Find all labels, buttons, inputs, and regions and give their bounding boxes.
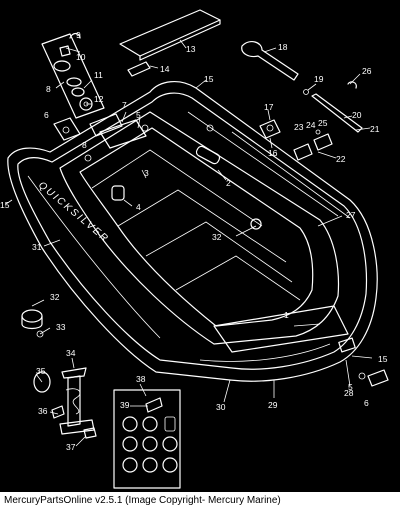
callout-38: 38: [136, 374, 146, 384]
callout-17: 17: [264, 102, 274, 112]
callout-21: 21: [370, 124, 380, 134]
callout-15a: 15: [204, 74, 214, 84]
oar: [241, 41, 299, 81]
callout-37: 37: [66, 442, 76, 452]
callout-24: 24: [306, 120, 316, 130]
callout-26: 26: [362, 66, 372, 76]
callout-4: 4: [136, 202, 141, 212]
callout-12: 12: [94, 94, 104, 104]
callout-8b: 8: [82, 140, 87, 150]
callout-11: 11: [94, 70, 103, 80]
strap: [127, 61, 151, 77]
oar-shaft: [303, 81, 363, 133]
callout-33: 33: [56, 322, 66, 332]
callout-3: 3: [144, 168, 149, 178]
callout-9: 9: [76, 30, 81, 40]
callout-10: 10: [76, 52, 86, 62]
callout-27: 27: [346, 210, 356, 220]
repair-kit: [113, 389, 181, 489]
callout-36: 36: [38, 406, 48, 416]
callout-6a: 6: [44, 110, 49, 120]
valve-left: [21, 309, 44, 338]
callout-5a: 5: [136, 110, 141, 120]
callout-35: 35: [36, 366, 46, 376]
callout-28: 28: [344, 388, 354, 398]
callout-29: 29: [268, 400, 278, 410]
callout-16: 16: [268, 148, 278, 158]
copyright-caption: MercuryPartsOnline v2.5.1 (Image Copyrig…: [0, 492, 400, 510]
callout-20: 20: [352, 110, 362, 120]
callout-19: 19: [314, 74, 324, 84]
callout-15b: 15: [0, 200, 10, 210]
callout-14: 14: [160, 64, 170, 74]
callout-7: 7: [122, 100, 127, 110]
callout-5b: 5: [348, 382, 353, 392]
callout-23: 23: [294, 122, 304, 132]
oarlock: [259, 119, 281, 139]
callout-39: 39: [120, 400, 130, 410]
name-plate: [89, 113, 123, 137]
callout-1: 1: [284, 310, 289, 320]
callout-18: 18: [278, 42, 288, 52]
valve-assembly: [41, 32, 105, 119]
callout-25: 25: [318, 118, 328, 128]
callout-15c: 15: [378, 354, 388, 364]
parts-diagram: QUICKSILVER: [0, 9, 389, 489]
callout-32b: 32: [50, 292, 60, 302]
leader-lines: [5, 39, 373, 447]
seat-board: [119, 9, 221, 61]
oarlock-set: [293, 129, 333, 161]
callout-2: 2: [226, 178, 231, 188]
callout-22: 22: [336, 154, 346, 164]
brand-label: QUICKSILVER: [36, 180, 111, 245]
callout-6b: 6: [364, 398, 369, 408]
callout-8a: 8: [46, 84, 51, 94]
callout-30: 30: [216, 402, 226, 412]
foot-pump: [33, 367, 97, 439]
bracket-left: [53, 117, 81, 141]
hardware-lower-right: [358, 369, 389, 387]
callout-13: 13: [186, 44, 196, 54]
callout-31: 31: [32, 242, 42, 252]
callout-34: 34: [66, 348, 76, 358]
callout-32a: 32: [212, 232, 222, 242]
callout-labels: 1 2 3 4 5 5 6 6 7 8 8 9 10 11 12 13 14 1…: [0, 30, 388, 452]
